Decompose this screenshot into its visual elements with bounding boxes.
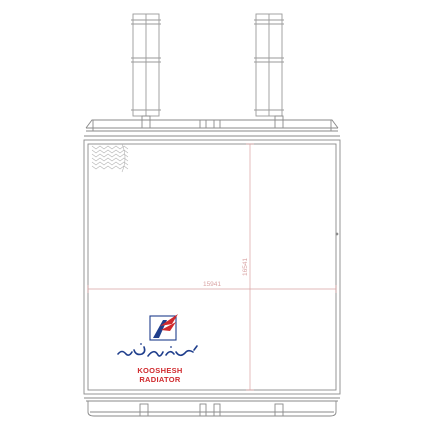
brand-name-line-1: KOOSHESH [137, 366, 183, 375]
top-header-tank [85, 115, 339, 132]
logo-script-mark [117, 343, 198, 357]
logo-script-spacer [110, 312, 210, 332]
brand-name-line-2: RADIATOR [139, 375, 181, 384]
bottom-header-tank [86, 400, 338, 417]
width-dimension-label: 15941 [203, 281, 221, 288]
dimension-lines [87, 143, 337, 391]
fin-detail [91, 143, 129, 173]
left-pipe [131, 13, 161, 117]
logo-emblem [149, 314, 178, 341]
logo-wordmark: KOOSHESH RADIATOR [110, 312, 210, 384]
height-dimension-label: 16541 [242, 258, 249, 276]
radiator-core [83, 135, 341, 399]
right-pipe [254, 13, 284, 117]
